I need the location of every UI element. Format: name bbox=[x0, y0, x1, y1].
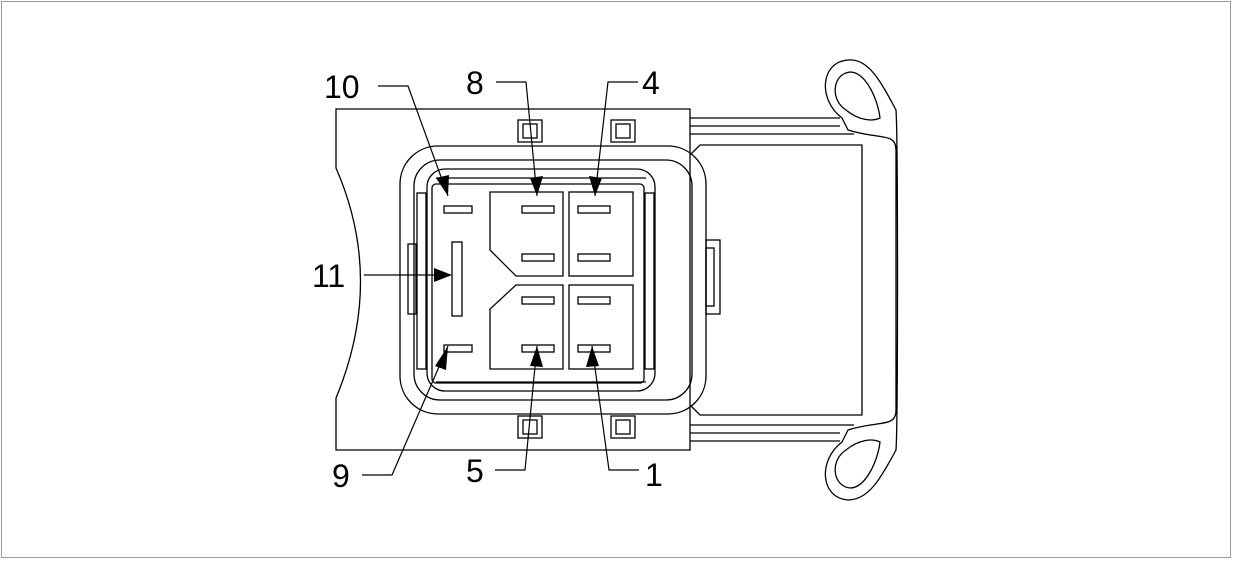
cavity-5 bbox=[489, 284, 564, 370]
cavity-block-outer bbox=[426, 168, 656, 392]
leader-lines bbox=[362, 81, 639, 476]
terminal-slots bbox=[443, 205, 611, 353]
latch-assembly bbox=[689, 59, 899, 501]
pin-label-5: 5 bbox=[466, 453, 484, 489]
pin-label-8: 8 bbox=[466, 65, 484, 101]
slot-11 bbox=[451, 241, 463, 317]
pin-label-9: 9 bbox=[332, 458, 350, 494]
cavity-1 bbox=[568, 284, 634, 370]
housing-body bbox=[335, 108, 691, 451]
pin-cavities bbox=[489, 191, 634, 370]
pin-label-1: 1 bbox=[645, 457, 663, 493]
seal-frame-inner bbox=[413, 159, 693, 401]
pin-label-10: 10 bbox=[324, 69, 360, 105]
cavity-4 bbox=[568, 191, 634, 277]
cavity-8 bbox=[489, 191, 564, 277]
pin-label-4: 4 bbox=[642, 65, 660, 101]
pin-label-11: 11 bbox=[312, 258, 345, 294]
side-rails bbox=[407, 192, 721, 370]
pin-labels: 10 8 4 11 9 5 1 bbox=[312, 65, 663, 494]
